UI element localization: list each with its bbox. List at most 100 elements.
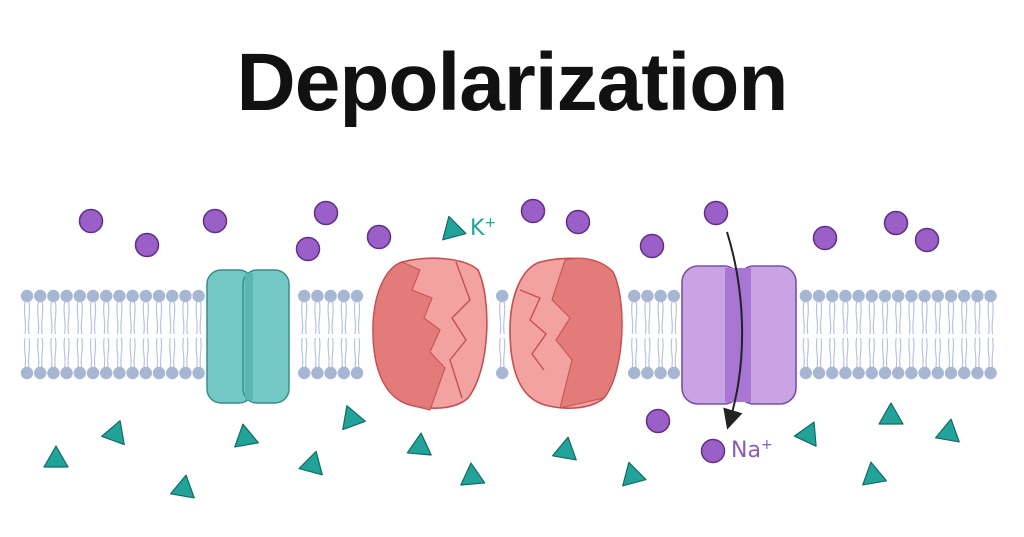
lipid-tail <box>881 301 889 335</box>
sodium-ion <box>565 209 591 235</box>
potassium-ion <box>442 215 467 241</box>
lipid-tail <box>815 337 823 369</box>
lipid-head <box>667 366 680 380</box>
lipid-head <box>179 289 192 303</box>
lipid-head <box>152 289 166 303</box>
lipid-head <box>496 366 509 380</box>
sodium-ions <box>78 198 940 464</box>
lipid-head <box>34 289 47 303</box>
lipid-tail <box>23 337 31 369</box>
lipid-head <box>192 289 205 303</box>
lipid-tail <box>76 337 83 369</box>
lipid-head <box>311 366 324 380</box>
sodium-label: Na+ <box>731 437 773 463</box>
lipid-head <box>20 289 34 303</box>
lipid-head <box>958 289 971 303</box>
lipid-tail <box>829 337 836 369</box>
lipid-head <box>799 366 812 380</box>
lipid-head <box>654 366 667 380</box>
lipid-tail <box>644 337 651 369</box>
lipid-head <box>918 289 931 303</box>
lipid-head <box>192 366 205 380</box>
potassium-ion <box>43 445 69 468</box>
lipid-tail <box>908 337 915 369</box>
lipid-tail <box>182 301 189 335</box>
lipid-head <box>298 366 311 380</box>
sodium-influx-arrow <box>723 231 744 430</box>
lipid-tail <box>644 301 651 335</box>
lipid-head <box>865 289 878 303</box>
lipid-head <box>350 366 364 380</box>
lipid-tail <box>63 337 70 369</box>
lipid-tail <box>961 337 968 369</box>
lipid-tail <box>301 337 308 369</box>
lipid-tail <box>921 301 928 335</box>
potassium-ion <box>862 461 887 486</box>
lipid-tail <box>908 301 915 335</box>
lipid-head <box>918 366 931 380</box>
lipid-tail <box>129 337 136 369</box>
lipid-heads-upper <box>20 289 997 303</box>
lipid-head <box>166 366 179 380</box>
lipid-head <box>892 366 905 380</box>
lipid-head <box>324 289 337 303</box>
lipid-head <box>179 366 192 380</box>
lipid-tail <box>155 301 163 335</box>
potassium-ion <box>298 450 323 476</box>
lipid-heads-lower <box>20 366 997 380</box>
lipid-head <box>878 366 892 380</box>
lipid-head <box>60 366 73 380</box>
sodium-ion <box>313 200 339 226</box>
lipid-tail <box>895 337 902 369</box>
potassium-ion <box>101 420 125 446</box>
lipid-tail <box>499 337 506 369</box>
lipid-head <box>496 289 509 303</box>
lipid-head <box>839 366 852 380</box>
lipid-tail <box>802 301 809 335</box>
sodium-potassium-pump-left <box>372 257 488 411</box>
lipid-tail <box>499 301 506 335</box>
sodium-ion <box>700 438 726 464</box>
lipid-tail <box>327 337 334 369</box>
lipid-head <box>47 289 60 303</box>
lipid-tail <box>934 301 941 335</box>
potassium-ion <box>935 418 960 443</box>
lipid-tail <box>50 301 57 335</box>
lipid-head <box>100 289 113 303</box>
sodium-ion <box>366 224 392 250</box>
lipid-tail <box>947 337 955 369</box>
lipid-head <box>799 289 812 303</box>
lipid-head <box>852 289 865 303</box>
lipid-head <box>654 289 667 303</box>
lipid-tail <box>657 337 664 369</box>
lipid-head <box>139 289 152 303</box>
lipid-tails-upper <box>23 301 994 335</box>
sodium-ion <box>78 208 104 234</box>
potassium-ion <box>460 462 486 486</box>
lipid-tail <box>670 337 677 369</box>
phospholipid-bilayer <box>20 289 997 380</box>
lipid-head <box>852 366 865 380</box>
sodium-ion <box>639 233 665 259</box>
lipid-tail <box>974 337 981 369</box>
lipid-tail <box>116 337 123 369</box>
potassium-ion <box>878 402 904 425</box>
lipid-tail <box>142 301 149 335</box>
lipid-head <box>73 366 87 380</box>
lipid-head <box>944 289 958 303</box>
sodium-ion <box>914 227 940 253</box>
lipid-head <box>812 289 826 303</box>
lipid-tail <box>169 337 176 369</box>
lipid-tails-lower <box>23 337 994 369</box>
lipid-head <box>812 366 826 380</box>
lipid-head <box>826 366 839 380</box>
lipid-head <box>839 289 852 303</box>
lipid-head <box>298 289 311 303</box>
lipid-tail <box>129 301 136 335</box>
lipid-tail <box>657 301 664 335</box>
lipid-head <box>86 366 100 380</box>
lipid-head <box>971 289 984 303</box>
lipid-head <box>60 289 73 303</box>
lipid-head <box>324 366 337 380</box>
